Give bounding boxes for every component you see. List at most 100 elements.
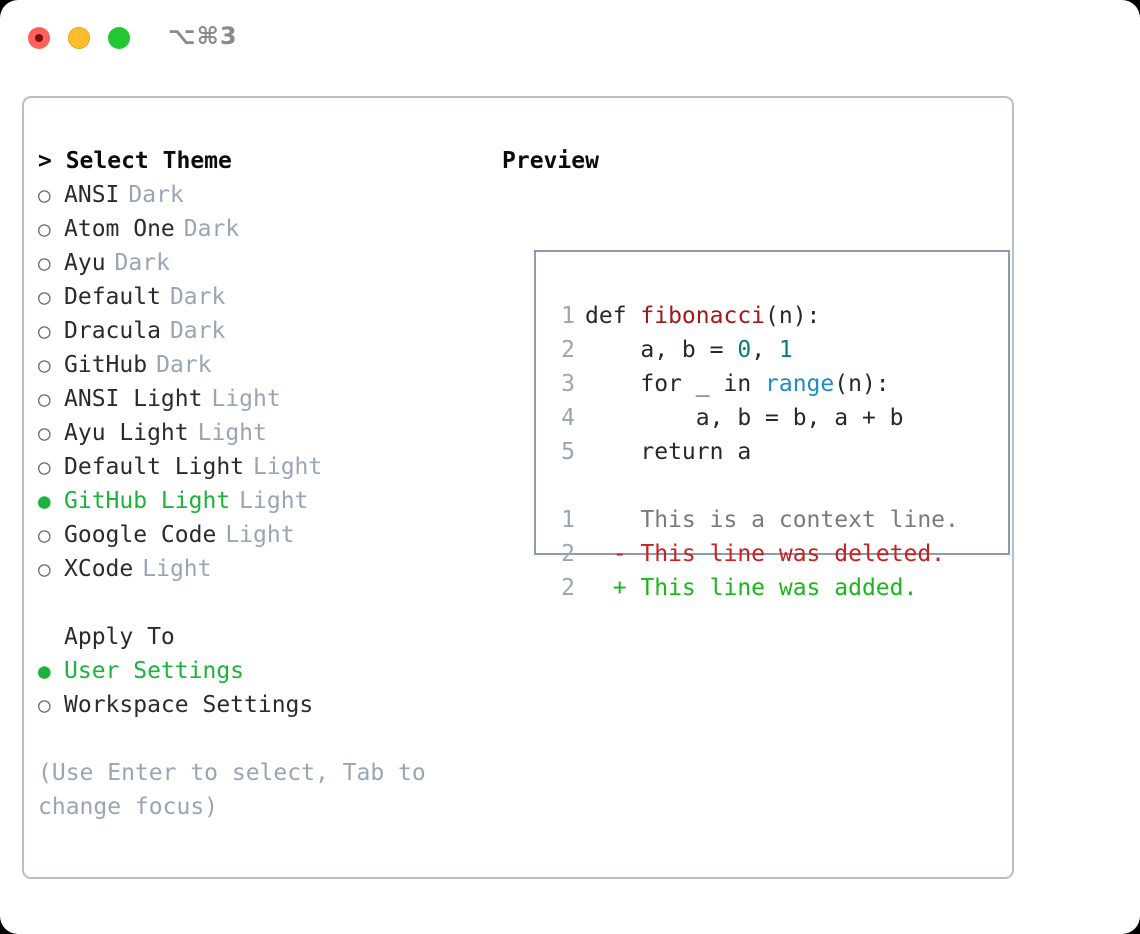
- theme-variant-tag: Dark: [114, 250, 170, 276]
- window-controls: [28, 27, 130, 49]
- apply-to-option-label: User Settings: [64, 658, 245, 684]
- hint-spacer: [38, 722, 488, 756]
- theme-option-label: Ayu: [64, 250, 106, 276]
- theme-variant-tag: Light: [197, 420, 267, 446]
- section-spacer: [38, 586, 488, 620]
- radio-unselected-icon: ○: [38, 523, 51, 547]
- apply-to-option-workspace-settings[interactable]: ○ Workspace Settings: [38, 688, 488, 722]
- theme-variant-tag: Dark: [156, 352, 212, 378]
- code-line-number: 1: [561, 303, 575, 329]
- radio-unselected-icon: ○: [38, 421, 51, 445]
- theme-option-label: Atom One: [64, 216, 175, 242]
- theme-option-label: XCode: [64, 556, 134, 582]
- code-token: (n):: [834, 371, 890, 397]
- theme-option-label: Default: [64, 284, 161, 310]
- keyboard-hint-text: (Use Enter to select, Tab to change focu…: [38, 760, 426, 820]
- radio-unselected-icon: ○: [38, 251, 51, 275]
- apply-to-option-list[interactable]: ● User Settings ○ Workspace Settings: [38, 654, 488, 722]
- theme-option-label: Ayu Light: [64, 420, 189, 446]
- code-line-number: 3: [561, 371, 575, 397]
- diff-line: 2 + This line was added.: [553, 571, 959, 605]
- code-line-number: 5: [561, 439, 575, 465]
- code-token: 1: [778, 337, 793, 363]
- apply-to-option-user-settings[interactable]: ● User Settings: [38, 654, 488, 688]
- theme-variant-tag: Dark: [169, 318, 226, 344]
- theme-variant-tag: Light: [253, 454, 323, 480]
- theme-option-label: ANSI Light: [64, 386, 203, 412]
- diff-text: This is a context line.: [640, 507, 959, 533]
- theme-variant-tag: Dark: [183, 216, 240, 242]
- radio-unselected-icon: ○: [38, 217, 51, 241]
- radio-selected-icon: ●: [38, 489, 51, 513]
- title-bar: ⌥⌘3: [0, 0, 1140, 76]
- select-theme-heading: > Select Theme: [38, 148, 232, 174]
- theme-option-label: Default Light: [64, 454, 245, 480]
- code-diff-separator: [553, 469, 959, 503]
- code-line-number: 4: [561, 405, 575, 431]
- diff-text: This line was added.: [640, 575, 918, 601]
- maximize-button[interactable]: [108, 27, 130, 49]
- code-token: (n):: [765, 303, 821, 329]
- radio-unselected-icon: ○: [38, 557, 51, 581]
- code-token: 0: [737, 337, 752, 363]
- theme-variant-tag: Light: [239, 488, 309, 514]
- keyboard-shortcut-label: ⌥⌘3: [168, 22, 238, 50]
- theme-option-ayu-light[interactable]: ○ Ayu Light Light: [38, 416, 488, 450]
- code-line-number: 2: [561, 541, 575, 567]
- theme-option-default[interactable]: ○ Default Dark: [38, 280, 488, 314]
- preview-heading: Preview: [502, 148, 599, 174]
- code-line: 3 for _ in range(n):: [553, 367, 959, 401]
- diff-text: This line was deleted.: [640, 541, 946, 567]
- code-token: a, b =: [585, 337, 738, 363]
- code-token: fibonacci: [640, 303, 766, 329]
- apply-to-heading-row: ○ Apply To: [38, 620, 488, 654]
- apply-to-heading: Apply To: [64, 624, 175, 650]
- code-line: 5 return a: [553, 435, 959, 469]
- minimize-button[interactable]: [68, 27, 90, 49]
- radio-selected-icon: ●: [38, 659, 51, 683]
- diff-line: 1 This is a context line.: [553, 503, 959, 537]
- theme-variant-tag: Light: [225, 522, 295, 548]
- theme-option-ayu[interactable]: ○ Ayu Dark: [38, 246, 488, 280]
- theme-variant-tag: Light: [142, 556, 212, 582]
- radio-unselected-icon: ○: [38, 693, 51, 717]
- code-token: def: [585, 303, 641, 329]
- close-button[interactable]: [28, 27, 50, 49]
- diff-line: 2 - This line was deleted.: [553, 537, 959, 571]
- radio-unselected-icon: ○: [38, 319, 51, 343]
- theme-option-label: GitHub: [64, 352, 148, 378]
- radio-unselected-icon: ○: [38, 353, 51, 377]
- code-line: 1 def fibonacci(n):: [553, 299, 959, 333]
- code-line-number: 2: [561, 337, 575, 363]
- radio-unselected-icon: ○: [38, 183, 51, 207]
- diff-marker: [585, 507, 640, 533]
- code-line: 4 a, b = b, a + b: [553, 401, 959, 435]
- heading-bullet-placeholder: ○: [38, 620, 64, 654]
- code-token: ,: [751, 337, 779, 363]
- diff-marker: +: [585, 575, 641, 601]
- diff-marker: -: [585, 541, 641, 567]
- theme-option-github[interactable]: ○ GitHub Dark: [38, 348, 488, 382]
- theme-option-atom-one[interactable]: ○ Atom One Dark: [38, 212, 488, 246]
- theme-variant-tag: Dark: [169, 284, 226, 310]
- code-token: return a: [585, 439, 752, 465]
- theme-option-default-light[interactable]: ○ Default Light Light: [38, 450, 488, 484]
- theme-variant-tag: Light: [211, 386, 281, 412]
- radio-unselected-icon: ○: [38, 455, 51, 479]
- code-line: 2 a, b = 0, 1: [553, 333, 959, 367]
- radio-unselected-icon: ○: [38, 285, 51, 309]
- code-line-number: 1: [561, 507, 575, 533]
- theme-option-ansi-light[interactable]: ○ ANSI Light Light: [38, 382, 488, 416]
- radio-unselected-icon: ○: [38, 387, 51, 411]
- theme-option-xcode[interactable]: ○ XCode Light: [38, 552, 488, 586]
- apply-to-option-label: Workspace Settings: [64, 692, 314, 718]
